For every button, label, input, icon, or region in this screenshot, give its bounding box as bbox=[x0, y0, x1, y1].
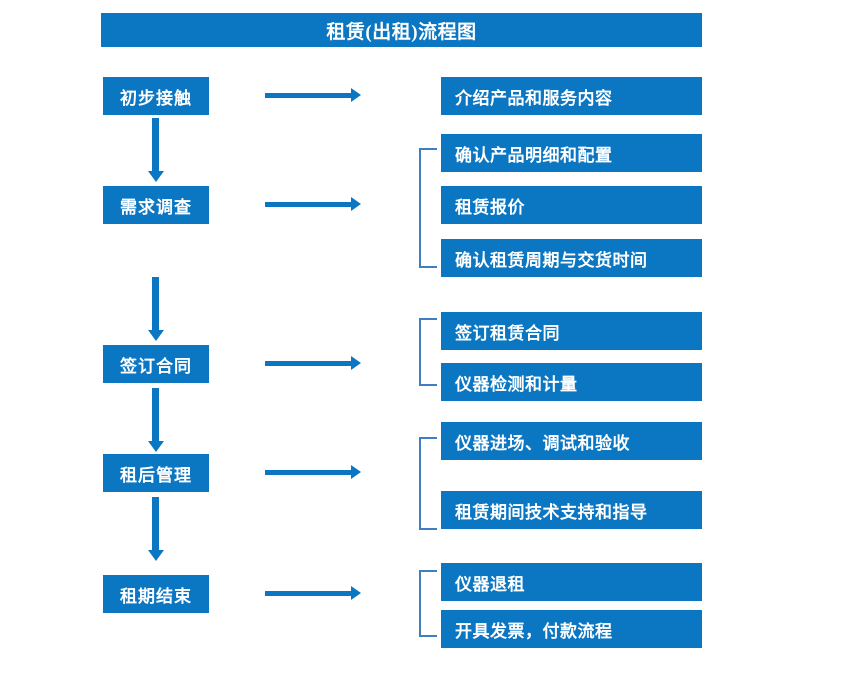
group-bracket-post-rental-mgmt bbox=[419, 437, 437, 530]
detail-node-instrument-return[interactable]: 仪器退租 bbox=[441, 563, 702, 601]
group-bracket-sign-contract bbox=[419, 318, 437, 386]
vertical-connector-2-arrowhead bbox=[148, 330, 164, 341]
horizontal-arrow-5-arrowhead bbox=[351, 586, 361, 600]
horizontal-arrow-3-arrowhead bbox=[351, 356, 361, 370]
horizontal-arrow-4-shaft bbox=[265, 470, 353, 475]
horizontal-arrow-1-arrowhead bbox=[351, 88, 361, 102]
stage-node-rental-end[interactable]: 租期结束 bbox=[103, 575, 209, 613]
horizontal-arrow-5-shaft bbox=[265, 591, 353, 596]
detail-node-rental-quote[interactable]: 租赁报价 bbox=[441, 186, 702, 224]
detail-node-technical-support[interactable]: 租赁期间技术支持和指导 bbox=[441, 491, 702, 529]
detail-node-sign-rental-contract[interactable]: 签订租赁合同 bbox=[441, 312, 702, 350]
stage-node-sign-contract[interactable]: 签订合同 bbox=[103, 345, 209, 383]
stage-node-post-rental-mgmt[interactable]: 租后管理 bbox=[103, 454, 209, 492]
group-bracket-rental-end bbox=[419, 570, 437, 637]
horizontal-arrow-1-shaft bbox=[265, 93, 353, 98]
detail-node-confirm-product-spec[interactable]: 确认产品明细和配置 bbox=[441, 134, 702, 172]
detail-node-confirm-period-delivery[interactable]: 确认租赁周期与交货时间 bbox=[441, 239, 702, 277]
detail-node-introduce-products[interactable]: 介绍产品和服务内容 bbox=[441, 77, 702, 115]
vertical-connector-1-arrowhead bbox=[148, 171, 164, 182]
page-title: 租赁(出租)流程图 bbox=[101, 13, 702, 47]
vertical-connector-1-shaft bbox=[152, 118, 159, 171]
stage-node-initial-contact[interactable]: 初步接触 bbox=[103, 77, 209, 115]
horizontal-arrow-2-arrowhead bbox=[351, 197, 361, 211]
vertical-connector-4-shaft bbox=[152, 497, 159, 550]
detail-node-invoice-payment[interactable]: 开具发票，付款流程 bbox=[441, 610, 702, 648]
vertical-connector-3-shaft bbox=[152, 388, 159, 441]
horizontal-arrow-4-arrowhead bbox=[351, 465, 361, 479]
detail-node-instrument-inspection[interactable]: 仪器检测和计量 bbox=[441, 363, 702, 401]
vertical-connector-2-shaft bbox=[152, 277, 159, 330]
vertical-connector-4-arrowhead bbox=[148, 550, 164, 561]
horizontal-arrow-2-shaft bbox=[265, 202, 353, 207]
horizontal-arrow-3-shaft bbox=[265, 361, 353, 366]
stage-node-requirement-survey[interactable]: 需求调查 bbox=[103, 186, 209, 224]
vertical-connector-3-arrowhead bbox=[148, 441, 164, 452]
detail-node-instrument-entry-commissioning[interactable]: 仪器进场、调试和验收 bbox=[441, 422, 702, 460]
group-bracket-requirement-survey bbox=[419, 148, 437, 268]
